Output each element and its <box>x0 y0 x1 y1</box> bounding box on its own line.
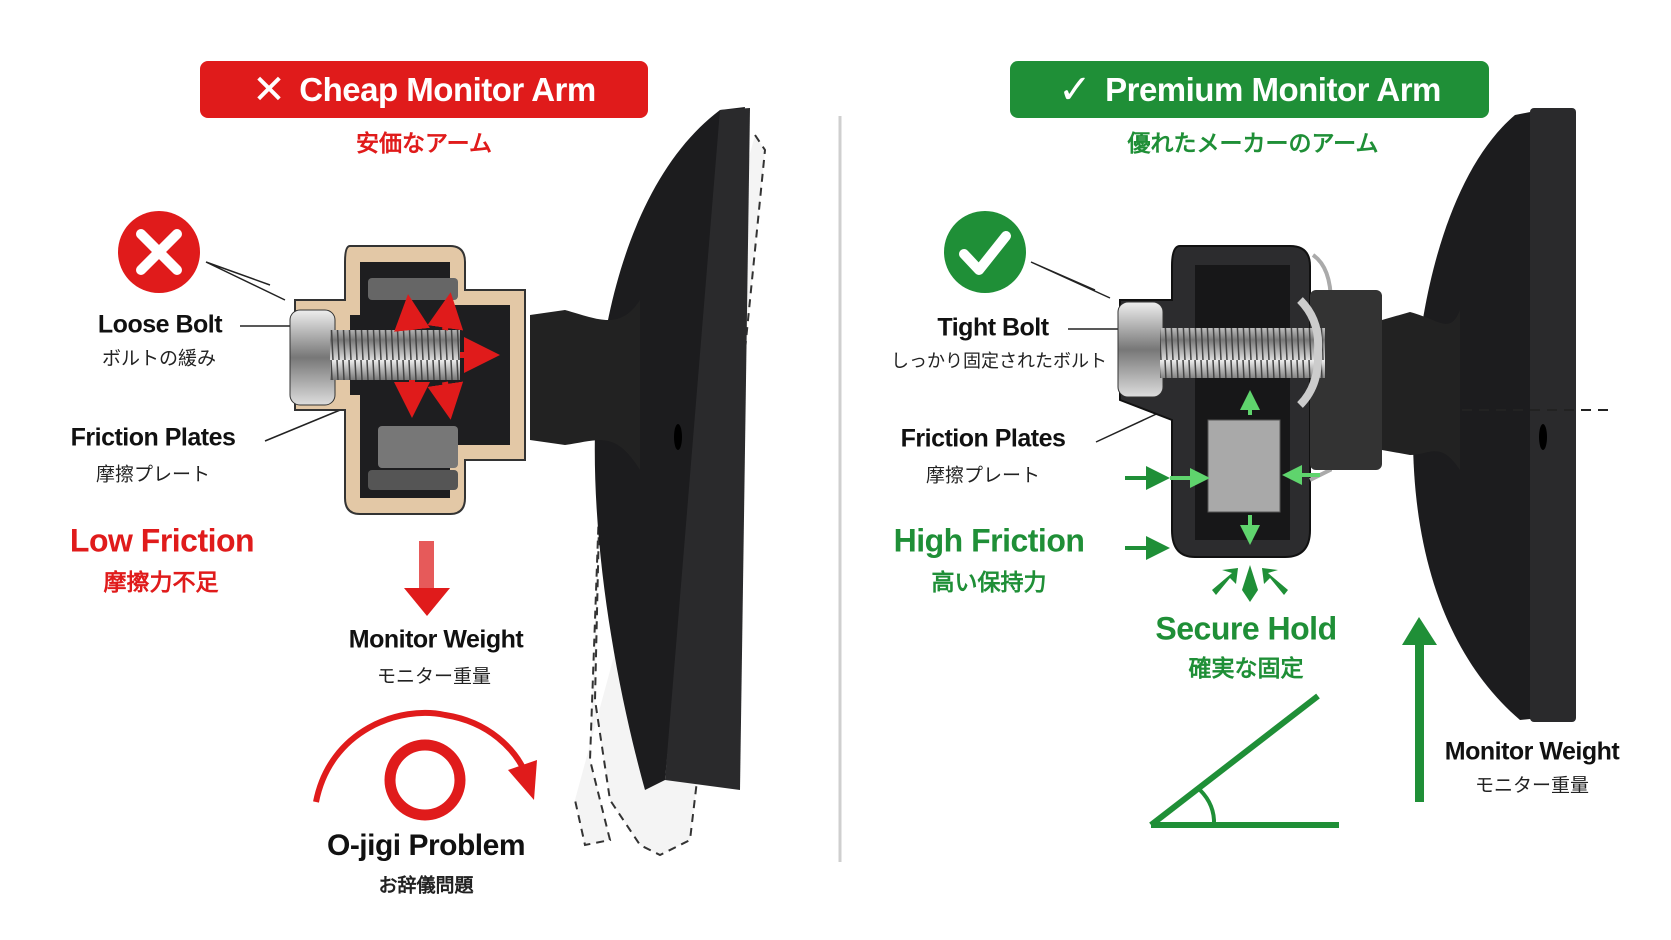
monitor-weight-label: Monitor Weight <box>348 625 524 654</box>
monitor-left <box>594 107 750 790</box>
tight-bolt-label: Tight Bolt <box>937 313 1049 342</box>
premium-arm-banner: ✓ Premium Monitor Arm <box>1010 61 1489 118</box>
monitor-right <box>1412 108 1576 722</box>
low-friction-label-jp: 摩擦力不足 <box>103 570 219 596</box>
banner-title: Cheap Monitor Arm <box>299 70 596 108</box>
joint-right <box>1382 310 1460 470</box>
tight-mechanism <box>1117 245 1382 560</box>
loose-mechanism <box>289 245 526 515</box>
monitor-weight-label: Monitor Weight <box>1444 737 1620 766</box>
monitor-weight-label-jp: モニター重量 <box>1474 774 1590 797</box>
friction-plates-label: Friction Plates <box>900 424 1066 453</box>
ojigi-problem-label: O-jigi Problem <box>326 829 526 862</box>
secure-hold-label-jp: 確実な固定 <box>1188 656 1304 682</box>
low-friction-label: Low Friction <box>69 522 255 559</box>
x-circle-icon <box>118 211 200 293</box>
tight-bolt-label-jp: しっかり固定されたボルト <box>891 351 1107 372</box>
cheap-arm-banner: ✕ Cheap Monitor Arm <box>200 61 648 118</box>
leader-line <box>205 261 286 301</box>
joint-left <box>530 300 640 470</box>
loose-bolt-label: Loose Bolt <box>97 310 223 339</box>
check-icon: ✓ <box>1058 67 1092 112</box>
high-friction-label: High Friction <box>893 522 1085 559</box>
up-arrow-icon <box>1402 617 1437 802</box>
leader-line <box>1095 409 1166 443</box>
x-icon: ✕ <box>252 67 286 112</box>
high-friction-label-jp: 高い保持力 <box>931 570 1047 596</box>
ojigi-rotation-icon <box>313 709 537 821</box>
friction-plates-label-jp: 摩擦プレート <box>925 464 1041 487</box>
friction-plates-label-jp: 摩擦プレート <box>95 463 211 486</box>
cheap-arm-subtitle: 安価なアーム <box>356 131 492 157</box>
secure-hold-label: Secure Hold <box>1155 610 1337 647</box>
ojigi-problem-label-jp: お辞儀問題 <box>378 874 474 897</box>
angle-icon <box>1149 693 1339 828</box>
monitor-weight-label-jp: モニター重量 <box>376 665 492 688</box>
leader-line <box>264 407 346 442</box>
loose-bolt-label-jp: ボルトの緩み <box>101 347 217 370</box>
check-circle-icon <box>944 211 1026 293</box>
secure-hold-icon <box>1212 565 1288 602</box>
banner-title: Premium Monitor Arm <box>1105 70 1441 108</box>
friction-plates-label: Friction Plates <box>70 423 236 452</box>
leader-line <box>1030 261 1111 299</box>
down-arrow-icon <box>404 541 450 616</box>
premium-arm-subtitle: 優れたメーカーのアーム <box>1127 131 1379 157</box>
